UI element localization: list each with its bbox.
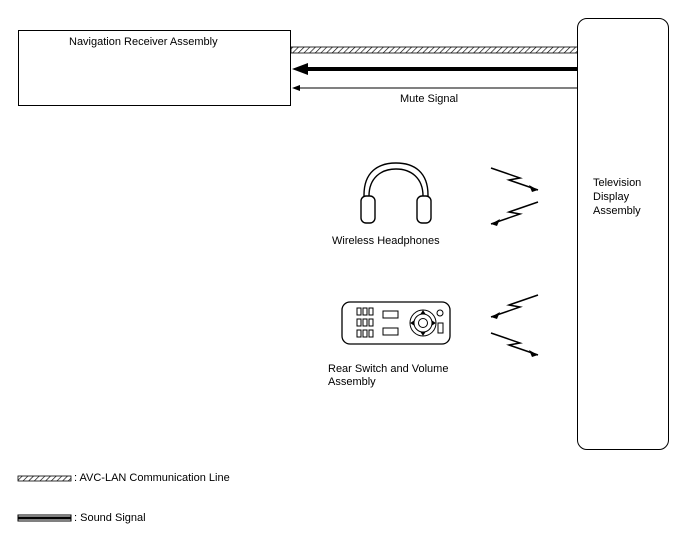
television-display-label: Television Display Assembly bbox=[593, 177, 642, 217]
headphones-icon bbox=[360, 162, 432, 224]
television-display-box: Television Display Assembly bbox=[577, 18, 669, 450]
wireless-signal-icon bbox=[490, 332, 539, 357]
avc-lan-line bbox=[290, 46, 579, 54]
wireless-signal-icon bbox=[490, 167, 539, 192]
sound-signal-line bbox=[292, 63, 578, 75]
legend-avc-lan-symbol bbox=[17, 475, 72, 482]
legend-sound-signal-symbol bbox=[17, 514, 72, 522]
mute-signal-label: Mute Signal bbox=[400, 93, 459, 105]
rear-switch-label: Rear Switch and Volume Assembly bbox=[328, 363, 449, 388]
remote-control-icon bbox=[341, 301, 451, 345]
navigation-receiver-box: Navigation Receiver Assembly bbox=[18, 30, 291, 106]
legend-avc-lan-label: : AVC-LAN Communication Line bbox=[74, 472, 230, 484]
wireless-signal-icon bbox=[490, 201, 539, 226]
navigation-receiver-label: Navigation Receiver Assembly bbox=[69, 36, 218, 48]
mute-signal-line bbox=[292, 85, 578, 91]
wireless-signal-icon bbox=[490, 294, 539, 319]
wireless-headphones-label: Wireless Headphones bbox=[332, 235, 440, 247]
legend-sound-signal-label: : Sound Signal bbox=[74, 512, 146, 524]
